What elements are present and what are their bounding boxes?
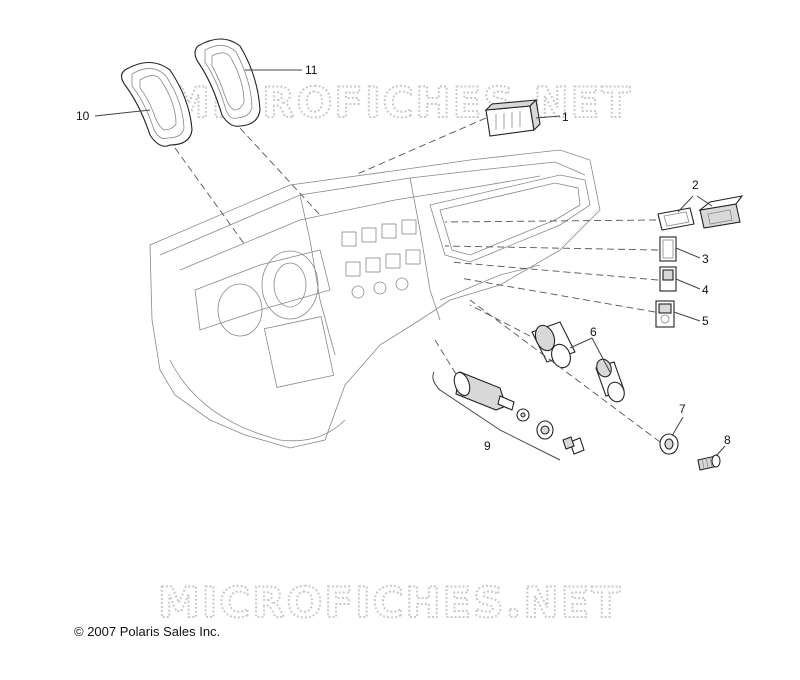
gauge-bezel-10	[120, 61, 193, 147]
switch-bank-icon	[341, 219, 421, 299]
grommet-icon	[659, 433, 679, 455]
callout-10: 10	[76, 109, 90, 123]
screw-icon	[697, 454, 721, 471]
switch-bezel-icon	[657, 195, 744, 231]
callout-6: 6	[590, 325, 597, 339]
watermark-bottom: MICROFICHES.NET	[158, 578, 622, 627]
callout-labels: 1 2 3 4 5 6 7 8 9 10 11	[76, 63, 731, 453]
rocker-switch-icon	[655, 236, 677, 328]
guide-lines	[174, 117, 661, 443]
callout-4: 4	[702, 283, 709, 297]
callout-3: 3	[702, 252, 709, 266]
callout-7: 7	[679, 402, 686, 416]
callout-2: 2	[692, 178, 699, 192]
callout-9: 9	[484, 439, 491, 453]
callout-11: 11	[305, 63, 318, 77]
copyright-notice: © 2007 Polaris Sales Inc.	[74, 624, 221, 639]
callout-8: 8	[724, 433, 731, 447]
dashboard-panel-icon	[149, 149, 601, 449]
callout-5: 5	[702, 314, 709, 328]
ignition-key-icon	[432, 371, 585, 461]
callout-1: 1	[562, 110, 569, 124]
leader-lines	[94, 69, 726, 457]
power-outlet-icon	[531, 321, 625, 403]
connector-icon	[484, 98, 541, 137]
gauge-bezel-11	[194, 38, 261, 127]
